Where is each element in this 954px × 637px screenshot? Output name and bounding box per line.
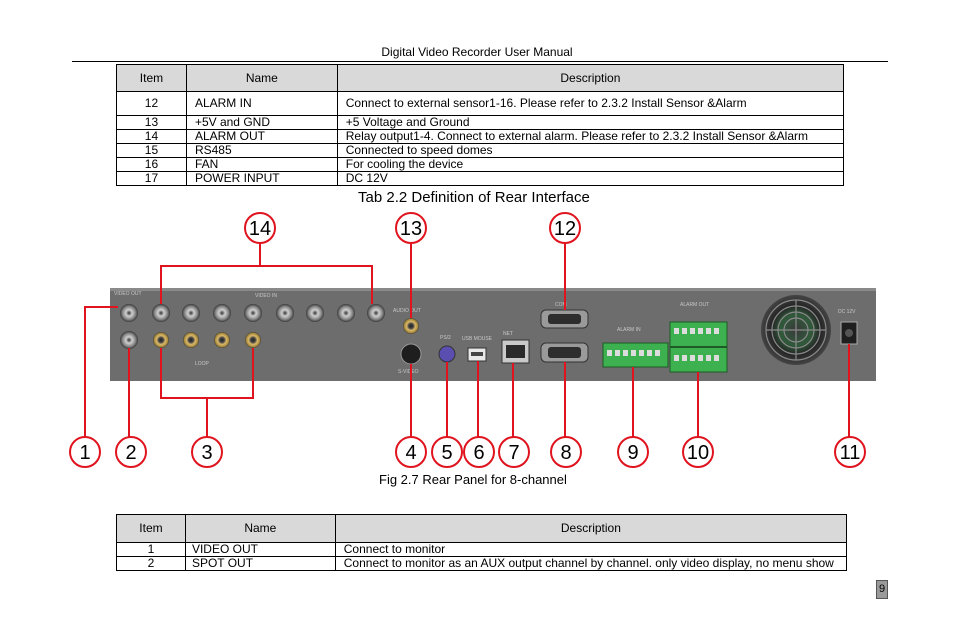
svg-text:9: 9 — [627, 442, 638, 464]
cell-item: 2 — [116, 556, 186, 571]
svg-text:4: 4 — [405, 442, 416, 464]
rear-interface-table-continued: Item Name Description 12 ALARM IN Connec… — [116, 64, 845, 186]
label-usb: USB MOUSE — [462, 336, 493, 342]
cell-item: 12 — [116, 91, 187, 116]
cell-name: ALARM OUT — [185, 129, 338, 144]
loop-connectors — [153, 332, 261, 348]
ps2-connector — [438, 345, 456, 363]
page-header: Digital Video Recorder User Manual — [381, 45, 573, 59]
label-svideo: S-VIDEO — [398, 369, 419, 375]
cell-item: 17 — [116, 171, 187, 186]
svg-text:5: 5 — [441, 442, 452, 464]
svg-text:14: 14 — [249, 218, 271, 240]
table-caption: Tab 2.2 Definition of Rear Interface — [358, 189, 590, 206]
table-row: 2 SPOT OUT Connect to monitor as an AUX … — [116, 556, 848, 571]
table-row: 13 +5V and GND +5 Voltage and Ground — [116, 115, 845, 130]
cell-description: Connect to monitor as an AUX output chan… — [334, 556, 848, 571]
col-header-name: Name — [184, 514, 336, 543]
label-alarm-in: ALARM IN — [617, 327, 641, 333]
audio-out-connector — [403, 318, 419, 334]
cell-name: SPOT OUT — [184, 556, 336, 571]
label-audio-out: AUDIO OUT — [393, 308, 421, 314]
cell-name: ALARM IN — [185, 91, 338, 116]
svg-text:3: 3 — [201, 442, 212, 464]
page-number: 9 — [876, 580, 888, 599]
callout-5: 5 — [431, 436, 463, 468]
col-header-description: Description — [336, 64, 845, 92]
cell-item: 1 — [116, 542, 186, 557]
callout-10: 10 — [682, 436, 714, 468]
callout-4: 4 — [395, 436, 427, 468]
col-header-item: Item — [116, 64, 187, 92]
callout-3: 3 — [191, 436, 223, 468]
svg-text:8: 8 — [560, 442, 571, 464]
table-row: 17 POWER INPUT DC 12V — [116, 171, 845, 186]
header-rule — [72, 61, 888, 62]
col-header-description: Description — [334, 514, 848, 543]
callout-13: 13 — [395, 212, 427, 244]
svideo-connector — [400, 343, 422, 365]
label-loop: LOOP — [195, 361, 210, 367]
col-header-item: Item — [116, 514, 186, 543]
svg-text:1: 1 — [79, 442, 90, 464]
svg-text:10: 10 — [687, 442, 709, 464]
table-row: 1 VIDEO OUT Connect to monitor — [116, 542, 848, 557]
label-dc: DC 12V — [838, 309, 856, 315]
cell-description: DC 12V — [336, 171, 845, 186]
callout-9: 9 — [617, 436, 649, 468]
callout-8: 8 — [550, 436, 582, 468]
callout-6: 6 — [463, 436, 495, 468]
cell-item: 15 — [116, 143, 187, 158]
svg-text:6: 6 — [473, 442, 484, 464]
callout-11: 11 — [834, 436, 866, 468]
video-in-connectors — [152, 304, 385, 322]
cell-description: Connect to external sensor1-16. Please r… — [336, 91, 845, 116]
callout-2: 2 — [115, 436, 147, 468]
device-rear-panel — [110, 288, 876, 381]
cell-name: RS485 — [185, 143, 338, 158]
callout-1: 1 — [69, 436, 101, 468]
svg-text:2: 2 — [125, 442, 136, 464]
video-out-connector — [120, 304, 138, 322]
label-video-in: VIDEO IN — [255, 293, 277, 299]
cell-description: Connect to monitor — [334, 542, 848, 557]
col-header-name: Name — [185, 64, 338, 92]
cell-name: VIDEO OUT — [184, 542, 336, 557]
callout-7: 7 — [498, 436, 530, 468]
label-ps2: PS/2 — [440, 335, 451, 341]
cell-description: Connected to speed domes — [336, 143, 845, 158]
cell-description: +5 Voltage and Ground — [336, 115, 845, 130]
table-header-row: Item Name Description — [116, 514, 848, 543]
svg-text:13: 13 — [400, 218, 422, 240]
callout-leaders — [84, 242, 850, 437]
rear-interface-table: Item Name Description 1 VIDEO OUT Connec… — [116, 514, 848, 571]
svg-text:7: 7 — [508, 442, 519, 464]
cell-name: +5V and GND — [185, 115, 338, 130]
table-header-row: Item Name Description — [116, 64, 845, 92]
table-row: 12 ALARM IN Connect to external sensor1-… — [116, 91, 845, 116]
svg-text:11: 11 — [840, 442, 861, 464]
label-video-out: VIDEO OUT — [114, 291, 142, 297]
cell-name: POWER INPUT — [185, 171, 338, 186]
label-net: NET — [503, 331, 513, 337]
callout-12: 12 — [549, 212, 581, 244]
spot-out-connector — [120, 331, 138, 349]
table-row: 15 RS485 Connected to speed domes — [116, 143, 845, 158]
label-com: COM — [555, 302, 567, 308]
svg-text:12: 12 — [554, 218, 576, 240]
label-alarm-out: ALARM OUT — [680, 302, 709, 308]
figure-caption: Fig 2.7 Rear Panel for 8-channel — [379, 472, 567, 487]
callout-14: 14 — [244, 212, 276, 244]
